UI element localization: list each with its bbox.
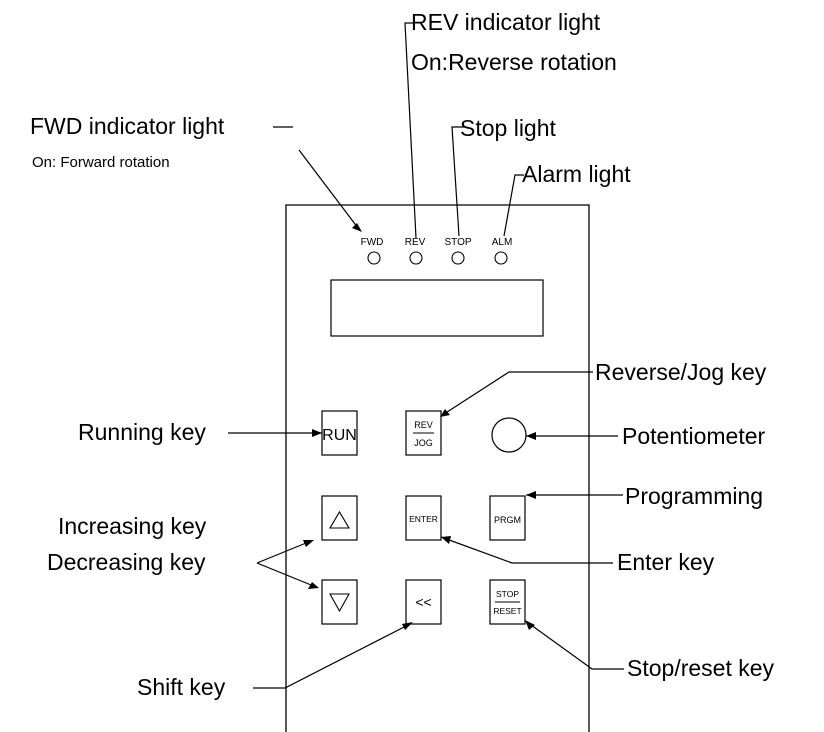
- shift-key-label: <<: [415, 594, 431, 610]
- indicator-label-rev: REV: [405, 237, 426, 248]
- callout-alarm-light: Alarm light: [522, 161, 631, 187]
- arrowhead-potentiometer: [526, 432, 536, 440]
- fwd-indicator-light: [367, 251, 381, 265]
- up-triangle-icon: [329, 510, 350, 529]
- leader-alarm-light: [503, 174, 524, 237]
- programming-key-label: PRGM: [494, 515, 521, 525]
- callout-shift-key: Shift key: [137, 674, 226, 700]
- stop-reset-key[interactable]: STOP RESET: [489, 579, 526, 625]
- reverse-jog-key[interactable]: REV JOG: [405, 410, 442, 456]
- run-key-label: RUN: [322, 427, 357, 444]
- leader-enter-key: [440, 536, 613, 564]
- callout-reverse-jog-key: Reverse/Jog key: [595, 359, 767, 385]
- shift-key[interactable]: <<: [405, 579, 442, 625]
- leader-fwd-light-diagonal: [298, 149, 359, 229]
- enter-key[interactable]: ENTER: [405, 495, 442, 541]
- callout-potentiometer: Potentiometer: [622, 423, 766, 449]
- leader-decreasing-key: [256, 562, 317, 588]
- leader-shift-key: [253, 623, 411, 689]
- arrowhead-running: [312, 429, 322, 437]
- callout-fwd-light: FWD indicator light: [30, 113, 225, 139]
- alarm-indicator-light: [494, 251, 508, 265]
- callout-fwd-light-note: On: Forward rotation: [32, 154, 170, 171]
- display-window: [330, 279, 544, 337]
- run-key[interactable]: RUN: [321, 410, 358, 456]
- arrowhead-increasing: [303, 540, 314, 547]
- reverse-jog-key-top-label: REV: [414, 420, 433, 430]
- arrowhead-shift: [402, 622, 413, 630]
- arrowhead-fwd: [352, 223, 362, 232]
- reverse-jog-key-bottom-label: JOG: [414, 438, 433, 448]
- arrowhead-programming: [526, 491, 536, 499]
- leader-stop-light: [451, 126, 464, 237]
- callout-programming: Programming: [625, 483, 763, 509]
- arrowhead-enter: [441, 536, 451, 544]
- leader-rev-light: [404, 22, 417, 239]
- arrowhead-decreasing: [308, 582, 319, 589]
- leader-reverse-jog-key: [443, 371, 593, 415]
- indicator-label-alm: ALM: [492, 237, 513, 248]
- callout-decreasing-key: Decreasing key: [47, 549, 206, 575]
- arrowhead-stop-reset: [525, 620, 535, 630]
- callout-enter-key: Enter key: [617, 549, 715, 575]
- programming-key[interactable]: PRGM: [489, 495, 526, 541]
- callout-rev-light-note: On:Reverse rotation: [411, 49, 617, 75]
- leader-increasing-key: [256, 540, 312, 564]
- potentiometer-knob[interactable]: [491, 417, 527, 453]
- stop-indicator-light: [451, 251, 465, 265]
- enter-key-label: ENTER: [409, 514, 438, 524]
- decreasing-key[interactable]: [321, 579, 358, 625]
- increasing-key[interactable]: [321, 495, 358, 541]
- stop-reset-key-bottom-label: RESET: [493, 606, 521, 616]
- callout-stop-light: Stop light: [460, 115, 557, 141]
- callout-rev-light: REV indicator light: [411, 9, 601, 35]
- indicator-label-stop: STOP: [444, 237, 471, 248]
- stop-reset-key-top-label: STOP: [496, 589, 519, 599]
- callout-running-key: Running key: [78, 419, 206, 445]
- callout-stop-reset-key: Stop/reset key: [627, 655, 775, 681]
- indicator-label-fwd: FWD: [361, 237, 384, 248]
- rev-indicator-light: [409, 251, 423, 265]
- arrowhead-reverse-jog: [440, 409, 450, 417]
- callout-increasing-key: Increasing key: [58, 513, 207, 539]
- leader-stop-reset-key: [526, 621, 624, 670]
- down-triangle-icon: [329, 593, 350, 613]
